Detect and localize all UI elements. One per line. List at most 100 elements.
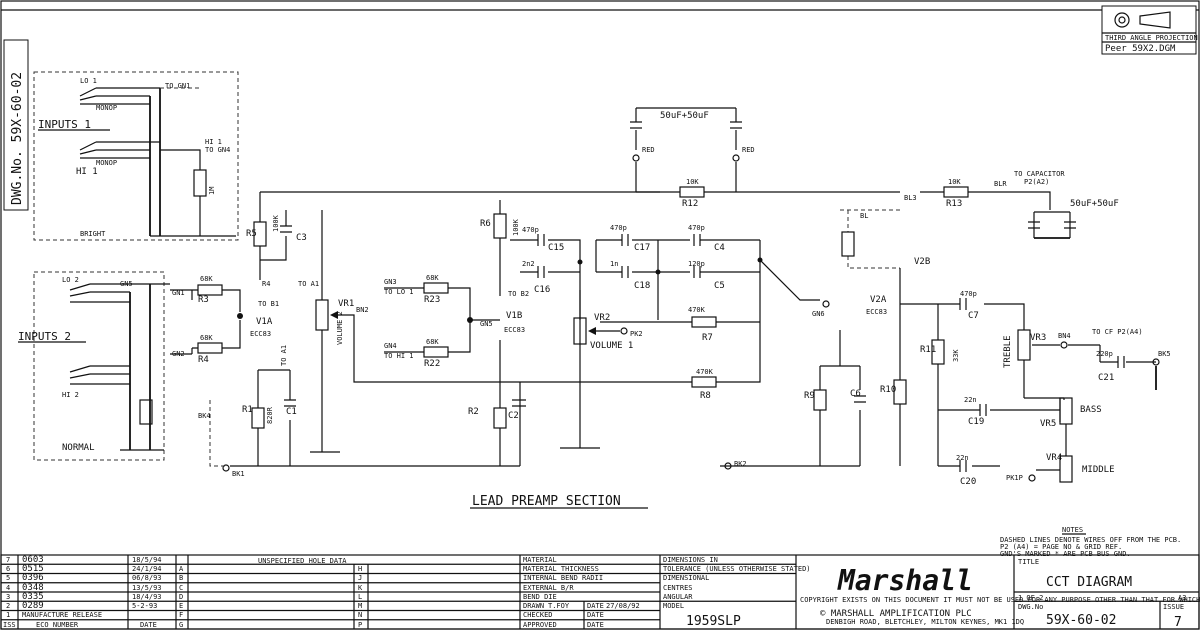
dimension-row: ANGULAR	[663, 593, 693, 601]
r12-value: 10K	[686, 178, 699, 186]
rev-date: 06/8/93	[132, 574, 162, 582]
gn3-label: GN3	[384, 278, 397, 286]
to-b1-label: TO B1	[258, 300, 279, 308]
c4-value: 470p	[688, 224, 705, 232]
r13-resistor	[943, 186, 969, 198]
hole-letter: D	[179, 593, 183, 601]
r10-resistor	[893, 379, 907, 405]
normal-label: NORMAL	[62, 443, 95, 453]
r11-label: R11	[920, 345, 936, 355]
c19-label: C19	[968, 417, 984, 427]
r5-resistor	[253, 221, 267, 247]
vr1-label: VR1	[338, 299, 354, 309]
company-address: DENBIGH ROAD, BLETCHLEY, MILTON KEYNES, …	[826, 618, 1024, 626]
hole-letter: A	[179, 565, 184, 573]
drawn-by: T.FOY	[548, 602, 570, 610]
c15-value: 470p	[522, 226, 539, 234]
v1a-label: V1A	[256, 317, 273, 327]
to-capacitor-ref: P2(A2)	[1024, 178, 1049, 186]
r7-value: 470K	[688, 306, 706, 314]
material-row: INTERNAL BEND RADII	[523, 574, 603, 582]
r-normal-resistor	[139, 399, 153, 425]
vr5-label: VR5	[1040, 419, 1056, 429]
model-label: MODEL	[663, 602, 684, 610]
bright-label: BRIGHT	[80, 230, 106, 238]
red-label-1: RED	[642, 146, 655, 154]
rev-iss: 2	[6, 602, 10, 610]
drawn-date-label: DATE	[587, 602, 604, 610]
rev-eco: 0348	[22, 583, 44, 593]
rev-eco: 0603	[22, 555, 44, 565]
approved-label: APPROVED	[523, 621, 557, 629]
material-block: MATERIAL MATERIAL THICKNESS INTERNAL BEN…	[520, 555, 661, 629]
tone-controls: VR3 TREBLE BN4 TO CF P2(A4) 220p C21 BK5…	[938, 328, 1171, 487]
r23-resistor	[423, 282, 449, 294]
r-100k-resistor	[841, 231, 855, 257]
issue-label: ISSUE	[1163, 603, 1184, 611]
inputs-1-label: INPUTS 1	[38, 118, 91, 131]
r4b-label: R4	[198, 355, 209, 365]
blr-label: BLR	[994, 180, 1007, 188]
inputs-1-block: INPUTS 1 LO 1 HI 1 MONOP MONOP TO GN1 HI…	[33, 71, 239, 241]
gn5-label: GN5	[120, 280, 133, 288]
rev-header-date: DATE	[140, 621, 157, 629]
checked-label: CHECKED	[523, 611, 553, 619]
r4-resistor	[193, 169, 207, 197]
c5-value: 120p	[688, 260, 705, 268]
to-a1-vert: TO A1	[280, 345, 288, 366]
r13-label: R13	[946, 199, 962, 209]
copyright-text: COPYRIGHT EXISTS ON THIS DOCUMENT IT MUS…	[800, 596, 1200, 604]
r1-label: R1	[242, 405, 253, 415]
c16-cap	[537, 266, 545, 278]
r23-label: R23	[424, 295, 440, 305]
bn2-label: BN2	[356, 306, 369, 314]
c17-value: 470p	[610, 224, 627, 232]
bl3-label: BL3	[904, 194, 917, 202]
c4-label: C4	[714, 243, 725, 253]
vr4-pot	[1059, 455, 1073, 483]
model-number: 1959SLP	[686, 614, 741, 629]
projection-box: THIRD ANGLE PROJECTION Peer 59X2.DGM	[1101, 5, 1198, 55]
r7-label: R7	[702, 333, 713, 343]
drawn-date: 27/08/92	[606, 602, 640, 610]
hole-letter: H	[358, 565, 362, 573]
rev-date: 24/1/94	[132, 565, 162, 573]
r12-label: R12	[682, 199, 698, 209]
lo1-label: LO 1	[80, 77, 97, 85]
r4c-label: R4	[262, 280, 270, 288]
mono-label-1: MONOP	[96, 104, 117, 112]
hole-letter: F	[179, 611, 183, 619]
r5-label: R5	[246, 229, 257, 239]
c19-value: 22n	[964, 396, 977, 404]
material-row: MATERIAL THICKNESS	[523, 565, 599, 573]
r22-label: R22	[424, 359, 440, 369]
r6-value: 100K	[512, 218, 520, 236]
inputs-2-label: INPUTS 2	[18, 330, 71, 343]
dimension-row: CENTRES	[663, 584, 693, 592]
rev-eco: 0289	[22, 601, 44, 611]
gn6-label: GN6	[812, 310, 825, 318]
rev-iss: 6	[6, 565, 10, 573]
rev-iss: 1	[6, 611, 10, 619]
r3-value: 68K	[200, 275, 213, 283]
rev-date: 18/5/94	[132, 556, 162, 564]
c20-cap	[959, 460, 967, 472]
sheet-number: 1 OF 2	[1018, 594, 1043, 602]
v2a-tube-type: ECC83	[866, 308, 887, 316]
c18-cap	[621, 266, 629, 278]
bk1-label: BK1	[232, 470, 245, 478]
hole-letter: C	[179, 584, 183, 592]
c17-cap	[621, 234, 629, 246]
vr2-label: VR2	[594, 313, 610, 323]
c17-label: C17	[634, 243, 650, 253]
rev-iss: 7	[6, 556, 10, 564]
c18-label: C18	[634, 281, 650, 291]
c21-label: C21	[1098, 373, 1114, 383]
v1b-stage: GN3 TO LO 1 GN4 TO HI 1 68K R23 68K R22 …	[384, 200, 583, 466]
inputs-2-block: INPUTS 2 LO 2 HI 2 NORMAL GN5	[18, 271, 170, 461]
r4b-value: 68K	[200, 334, 213, 342]
rev-iss: 5	[6, 574, 10, 582]
c7-label: C7	[968, 311, 979, 321]
gn5-v1b-label: GN5	[480, 320, 493, 328]
c15-label: C15	[548, 243, 564, 253]
